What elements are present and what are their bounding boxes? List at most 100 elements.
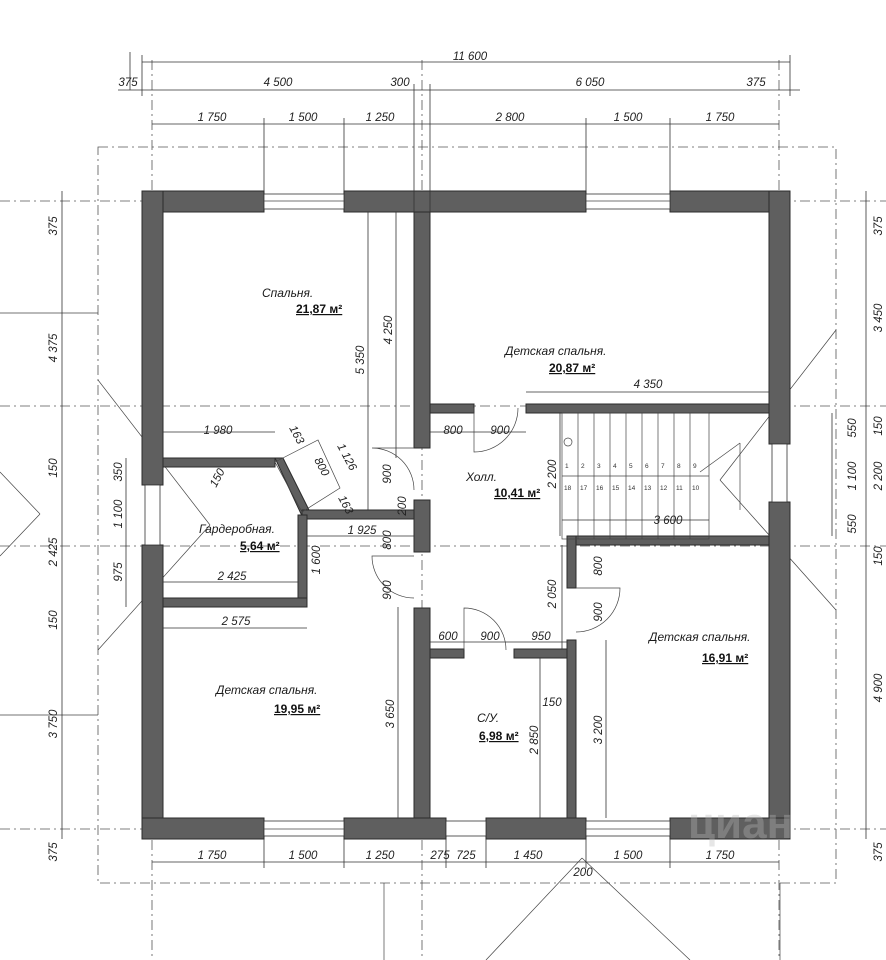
room-name-wardrobe: Гардеробная. bbox=[199, 522, 275, 536]
dim-left-150-b: 150 bbox=[48, 610, 60, 630]
dim-right-375-bottom: 375 bbox=[873, 842, 885, 862]
dim-top-375-left: 375 bbox=[118, 77, 138, 89]
dim-right-1100: 1 100 bbox=[847, 461, 859, 490]
dim-left-375-bottom: 375 bbox=[48, 842, 60, 862]
dim-bottom-200: 200 bbox=[572, 867, 593, 879]
stair-step-5: 5 bbox=[629, 463, 633, 470]
dim-2200: 2 200 bbox=[547, 459, 559, 489]
stair-step-12: 12 bbox=[660, 485, 668, 492]
dim-total: 11 600 bbox=[453, 51, 488, 63]
dim-top-4500: 4 500 bbox=[264, 77, 293, 89]
room-area-kids-top: 20,87 м² bbox=[549, 361, 595, 375]
dim-3600: 3 600 bbox=[654, 515, 683, 527]
dim-2850: 2 850 bbox=[529, 725, 541, 755]
dim-right-4900: 4 900 bbox=[873, 673, 885, 702]
dim-900-door-2: 900 bbox=[382, 580, 394, 600]
dim-top-1250: 1 250 bbox=[366, 112, 395, 124]
dim-1980: 1 980 bbox=[204, 425, 233, 437]
dim-right-375-top: 375 bbox=[873, 216, 885, 236]
dim-800-right: 800 bbox=[593, 556, 605, 576]
doors bbox=[274, 407, 621, 651]
dim-800-hall: 800 bbox=[443, 425, 463, 437]
stair-step-14: 14 bbox=[628, 485, 636, 492]
dim-900-right: 900 bbox=[593, 602, 605, 622]
watermark-logo: циан bbox=[688, 799, 793, 848]
dim-bottom-1750-a: 1 750 bbox=[198, 850, 227, 862]
room-name-kids-top: Детская спальня. bbox=[503, 344, 607, 358]
dim-bottom-1500-b: 1 500 bbox=[614, 850, 643, 862]
dim-left-975: 975 bbox=[113, 562, 125, 582]
dim-top-1500-b: 1 500 bbox=[614, 112, 643, 124]
stair-step-1: 1 bbox=[565, 463, 569, 470]
room-name-bath: С/У. bbox=[477, 711, 499, 725]
walls bbox=[141, 190, 791, 840]
dim-2050: 2 050 bbox=[547, 579, 559, 609]
stair-step-13: 13 bbox=[644, 485, 652, 492]
room-area-wardrobe: 5,64 м² bbox=[240, 539, 280, 553]
dim-top-375-right: 375 bbox=[746, 77, 766, 89]
dim-4250: 4 250 bbox=[383, 315, 395, 344]
dim-right-150-b: 150 bbox=[873, 546, 885, 566]
dim-5350: 5 350 bbox=[355, 345, 367, 374]
stair-step-4: 4 bbox=[613, 463, 617, 470]
dim-2575: 2 575 bbox=[221, 616, 251, 628]
dim-right-150-a: 150 bbox=[873, 416, 885, 436]
dim-1925: 1 925 bbox=[348, 525, 377, 537]
dim-1600: 1 600 bbox=[311, 545, 323, 574]
dim-900-door: 900 bbox=[382, 464, 394, 484]
dim-left-350: 350 bbox=[113, 462, 125, 482]
room-area-kids-right: 16,91 м² bbox=[702, 651, 748, 665]
dim-200: 200 bbox=[397, 496, 409, 517]
dim-bottom-1250: 1 250 bbox=[366, 850, 395, 862]
dim-right-3450: 3 450 bbox=[873, 303, 885, 332]
dim-4350: 4 350 bbox=[634, 379, 663, 391]
dim-bottom-725: 725 bbox=[456, 850, 476, 862]
stair-step-18: 18 bbox=[564, 485, 572, 492]
dim-top-300: 300 bbox=[390, 77, 410, 89]
dim-950: 950 bbox=[531, 631, 551, 643]
stair-step-11: 11 bbox=[676, 485, 683, 492]
dim-right-550-a: 550 bbox=[847, 418, 859, 438]
dim-900-bath: 900 bbox=[480, 631, 500, 643]
dim-right-2200: 2 200 bbox=[873, 461, 885, 491]
stair-step-17: 17 bbox=[580, 485, 588, 492]
stair-step-7: 7 bbox=[661, 463, 665, 470]
dim-800-wardrobe: 800 bbox=[311, 456, 331, 479]
dim-top-1500-a: 1 500 bbox=[289, 112, 318, 124]
dim-800-vertical: 800 bbox=[382, 530, 394, 550]
stair-step-16: 16 bbox=[596, 485, 604, 492]
dim-900-hall: 900 bbox=[490, 425, 510, 437]
dim-2425: 2 425 bbox=[217, 571, 247, 583]
dim-163-a: 163 bbox=[286, 424, 306, 447]
room-area-bath: 6,98 м² bbox=[479, 729, 519, 743]
stair-step-8: 8 bbox=[677, 463, 681, 470]
dim-bottom-1450: 1 450 bbox=[514, 850, 543, 862]
room-name-bedroom-master: Спальня. bbox=[262, 286, 313, 300]
dim-3200: 3 200 bbox=[593, 715, 605, 744]
room-name-kids-right: Детская спальня. bbox=[647, 630, 751, 644]
room-area-hall: 10,41 м² bbox=[494, 486, 540, 500]
dim-top-6050: 6 050 bbox=[576, 77, 605, 89]
stair-step-9: 9 bbox=[693, 463, 697, 470]
room-area-bedroom-master: 21,87 м² bbox=[296, 302, 342, 316]
dim-left-2425: 2 425 bbox=[48, 537, 60, 567]
room-name-hall: Холл. bbox=[465, 470, 497, 484]
room-area-kids-bottom: 19,95 м² bbox=[274, 702, 320, 716]
dim-top-2800: 2 800 bbox=[495, 112, 525, 124]
dim-bottom-1500-a: 1 500 bbox=[289, 850, 318, 862]
stair-step-10: 10 bbox=[692, 485, 700, 492]
dim-bottom-275: 275 bbox=[429, 850, 450, 862]
room-name-kids-bottom: Детская спальня. bbox=[214, 683, 318, 697]
windows bbox=[144, 193, 788, 837]
stair-step-3: 3 bbox=[597, 463, 601, 470]
dim-left-3750: 3 750 bbox=[48, 709, 60, 738]
stair-step-6: 6 bbox=[645, 463, 649, 470]
dim-left-4375: 4 375 bbox=[48, 333, 60, 362]
dim-right-550-b: 550 bbox=[847, 514, 859, 534]
dim-1126: 1 126 bbox=[334, 442, 358, 474]
dim-600: 600 bbox=[438, 631, 458, 643]
dim-top-1750-a: 1 750 bbox=[198, 112, 227, 124]
dim-top-1750-b: 1 750 bbox=[706, 112, 735, 124]
staircase: 1 2 3 4 5 6 7 8 9 18 17 16 15 14 13 12 1… bbox=[561, 412, 741, 540]
